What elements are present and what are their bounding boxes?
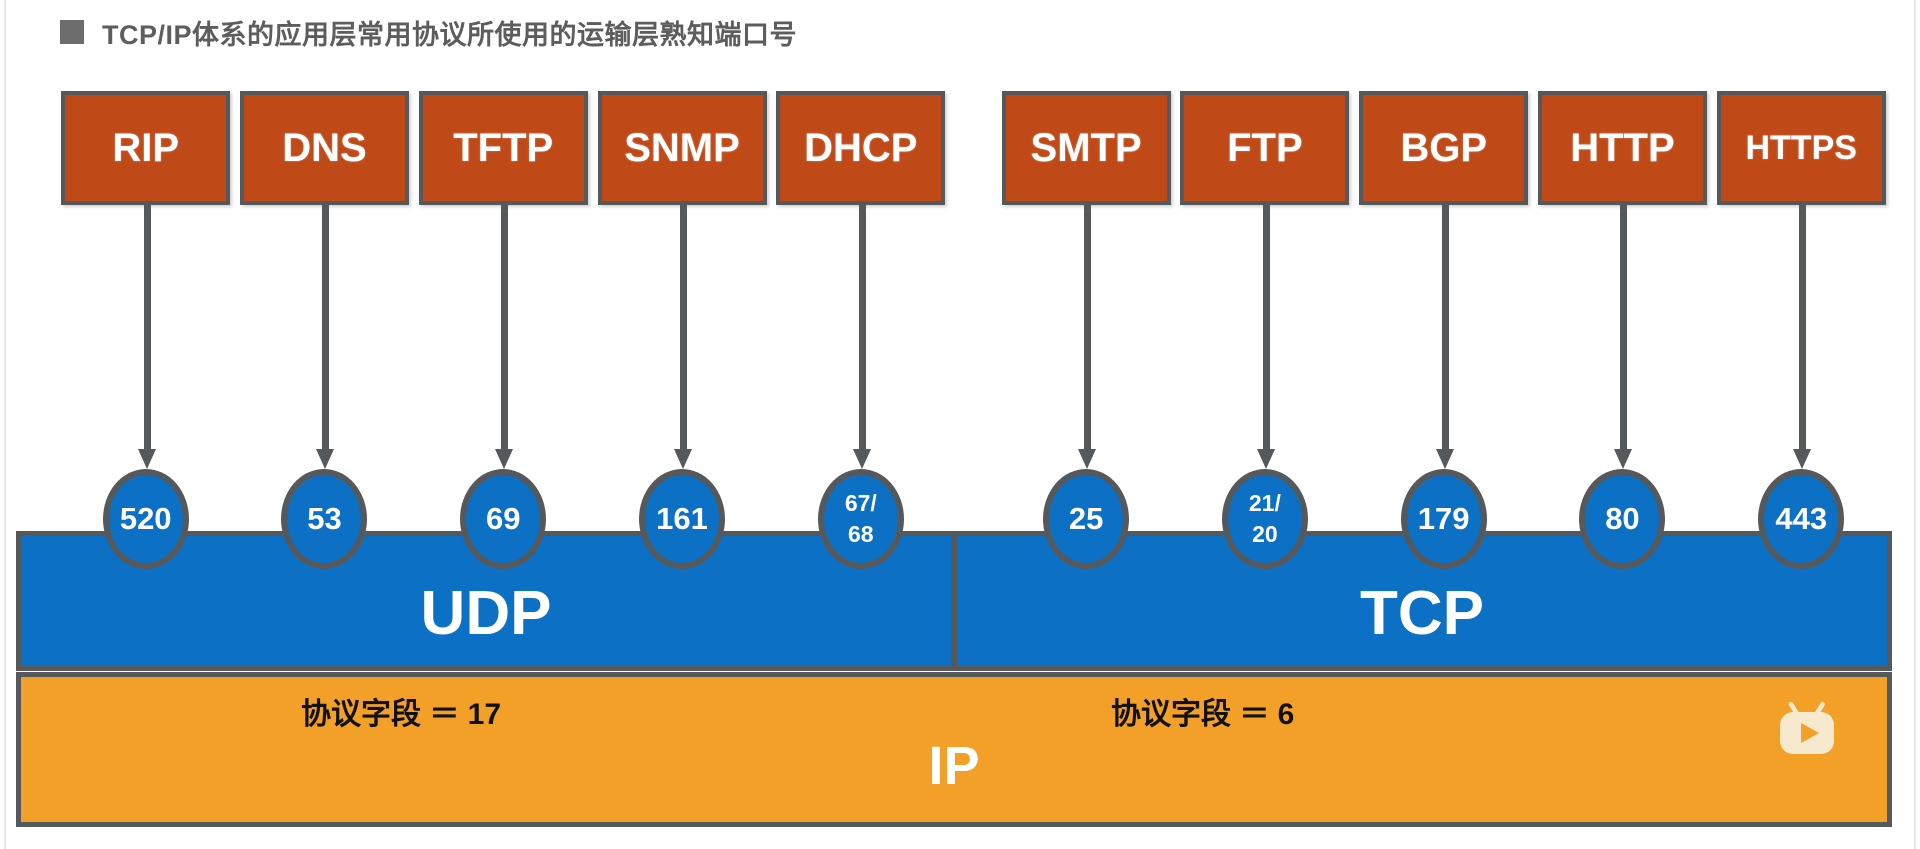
arrow-head (674, 449, 693, 469)
arrow-head (1256, 449, 1275, 469)
arrow-head (316, 449, 335, 469)
title-row: TCP/IP体系的应用层常用协议所使用的运输层熟知端口号 (60, 8, 797, 56)
arrow-shaft (858, 205, 866, 451)
arrow-shaft (1620, 205, 1628, 451)
arrow-shaft (322, 205, 330, 451)
port-number-label: 25 (1068, 501, 1104, 537)
arrow-snmp-to-port (674, 205, 693, 469)
port-number-label: 53 (307, 501, 342, 537)
protocol-box-label: BGP (1400, 126, 1487, 170)
arrow-head (1793, 449, 1812, 469)
arrow-head (1078, 449, 1097, 469)
filled-square-bullet-icon (60, 20, 84, 44)
port-number-label: 69 (486, 501, 521, 537)
arrow-shaft (1799, 205, 1807, 451)
protocol-box-smtp[interactable]: SMTP (1001, 91, 1171, 205)
port-badge-bgp[interactable]: 179 (1400, 469, 1487, 569)
ip-label: IP (928, 736, 980, 796)
port-number-label: 80 (1605, 501, 1640, 537)
page-title: TCP/IP体系的应用层常用协议所使用的运输层熟知端口号 (102, 19, 798, 50)
arrow-head (852, 449, 871, 469)
arrow-shaft (501, 205, 509, 451)
tcp-label: TCP (1360, 579, 1484, 648)
protocol-box-http[interactable]: HTTP (1537, 91, 1707, 205)
protocol-box-label: HTTPS (1745, 129, 1857, 167)
protocol-box-dns[interactable]: DNS (240, 91, 409, 205)
udp-protocol-field-label: 协议字段 ＝ 17 (301, 698, 502, 731)
arrow-https-to-port (1793, 205, 1812, 469)
arrow-bgp-to-port (1435, 205, 1454, 469)
udp-label: UDP (420, 579, 552, 648)
port-badge-ftp[interactable]: 21/ 20 (1221, 469, 1308, 569)
protocol-box-label: DNS (282, 126, 367, 170)
port-badge-dhcp[interactable]: 67/ 68 (817, 469, 904, 569)
protocol-box-bgp[interactable]: BGP (1359, 91, 1529, 205)
protocol-box-tftp[interactable]: TFTP (418, 91, 588, 205)
protocol-box-https[interactable]: HTTPS (1716, 91, 1886, 205)
arrow-dhcp-to-port (852, 205, 871, 469)
arrow-rip-to-port (137, 205, 156, 469)
port-number-label: 179 (1417, 501, 1470, 537)
port-badge-tftp[interactable]: 69 (460, 469, 547, 569)
port-badge-dns[interactable]: 53 (281, 469, 368, 569)
arrow-shaft (1441, 205, 1449, 451)
arrow-tftp-to-port (495, 205, 514, 469)
protocol-box-label: DHCP (804, 126, 918, 170)
arrow-head (137, 449, 156, 469)
protocol-box-label: TFTP (453, 126, 554, 170)
port-badge-http[interactable]: 80 (1579, 469, 1666, 569)
bilibili-tv-logo-icon (1780, 701, 1834, 754)
port-number-label: 161 (656, 501, 708, 537)
protocol-box-snmp[interactable]: SNMP (597, 91, 767, 205)
port-number-label: 443 (1775, 501, 1828, 537)
page-left-rule (4, 0, 6, 849)
port-badge-snmp[interactable]: 161 (639, 469, 726, 569)
arrow-shaft (680, 205, 688, 451)
page-right-rule (1914, 0, 1916, 849)
protocol-box-label: HTTP (1570, 126, 1675, 170)
arrow-head (1614, 449, 1633, 469)
port-badge-https[interactable]: 443 (1758, 469, 1845, 569)
arrow-shaft (1084, 205, 1092, 451)
arrow-head (1435, 449, 1454, 469)
port-badge-smtp[interactable]: 25 (1043, 469, 1130, 569)
protocol-box-dhcp[interactable]: DHCP (776, 91, 946, 205)
tcp-protocol-field-label: 协议字段 ＝ 6 (1111, 698, 1295, 731)
ip-bar[interactable]: 协议字段 ＝ 17 协议字段 ＝ 6 IP (16, 672, 1892, 827)
arrow-shaft (1262, 205, 1270, 451)
port-number-label: 67/ 68 (844, 489, 877, 547)
arrow-shaft (143, 205, 151, 451)
protocol-box-rip[interactable]: RIP (61, 91, 231, 205)
port-number-label: 520 (119, 501, 172, 537)
port-badge-rip[interactable]: 520 (102, 469, 189, 569)
arrow-dns-to-port (316, 205, 335, 469)
protocol-box-label: SNMP (624, 126, 740, 170)
port-number-label: 21/ 20 (1248, 489, 1281, 547)
protocol-box-label: FTP (1227, 126, 1303, 170)
protocol-box-ftp[interactable]: FTP (1180, 91, 1350, 205)
arrow-ftp-to-port (1256, 205, 1275, 469)
arrow-smtp-to-port (1078, 205, 1097, 469)
arrow-head (495, 449, 514, 469)
protocol-box-label: SMTP (1030, 126, 1142, 170)
protocol-box-label: RIP (112, 126, 180, 170)
arrow-http-to-port (1614, 205, 1633, 469)
